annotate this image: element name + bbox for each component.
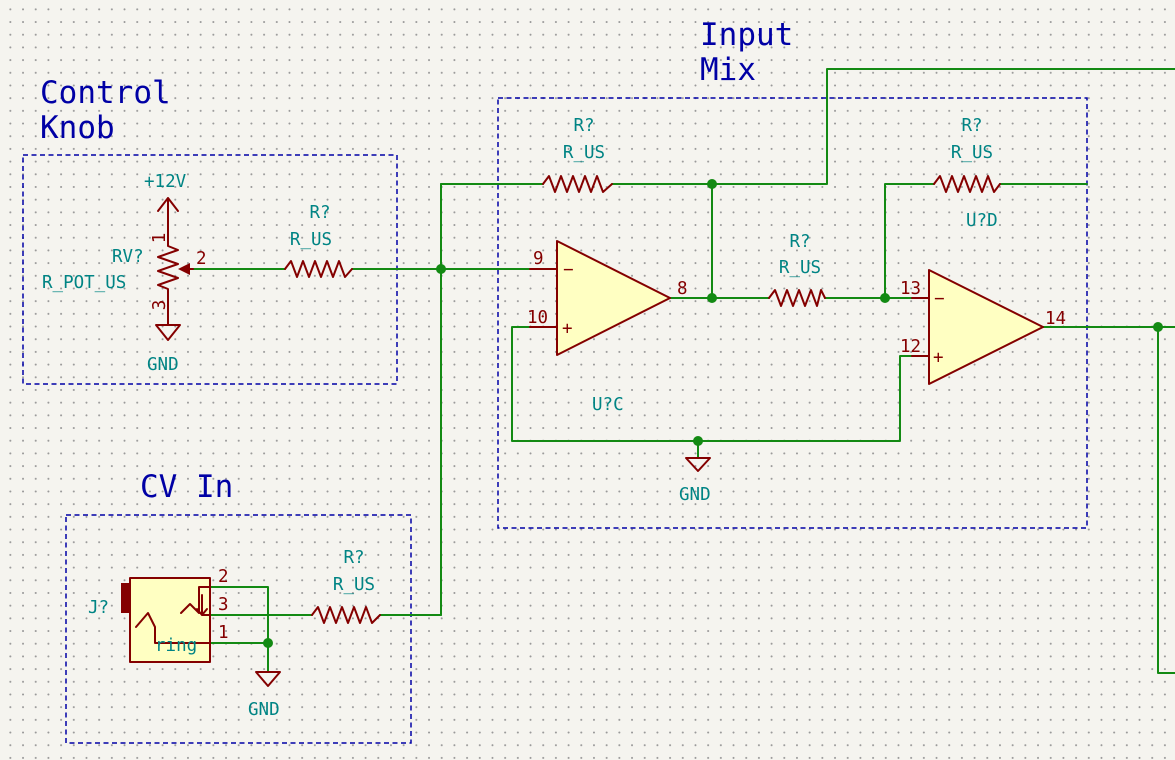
opamp-uc-pin8: 8 xyxy=(677,279,688,299)
opamp-uc-pin10: 10 xyxy=(527,308,548,328)
resistor-r1: R? R_US xyxy=(284,203,353,278)
opamp-ud-minus-sign: − xyxy=(934,289,945,309)
jack-body xyxy=(129,577,211,663)
opamp-ud-plus-sign: + xyxy=(933,348,944,368)
opamp-ud-pin14: 14 xyxy=(1045,309,1066,329)
note-control-knob-line1: Control xyxy=(40,75,171,111)
r3-value: R_US xyxy=(951,143,993,163)
power-gnd-opamp: GND xyxy=(679,457,711,505)
resistor-r2: R? R_US xyxy=(542,116,613,193)
jack-label: ring xyxy=(155,636,197,656)
label-gnd-opamp: GND xyxy=(679,485,711,505)
pot-pin-2: 2 xyxy=(196,249,207,269)
power-gnd-pot: GND xyxy=(147,299,181,375)
opamp-ud: − + 13 12 14 U?D xyxy=(900,211,1066,385)
note-input-mix-line2: Mix xyxy=(700,52,756,88)
junction-summing xyxy=(436,264,446,274)
jack-pin2: 2 xyxy=(218,567,229,587)
jack-tip-contact xyxy=(180,586,211,614)
label-gnd-jack: GND xyxy=(248,700,280,720)
note-control-knob-line2: Knob xyxy=(40,110,115,146)
jack-ref: J? xyxy=(88,598,109,618)
r4-value: R_US xyxy=(779,258,821,278)
wire-out14-down xyxy=(1157,326,1175,674)
r3-ref: R? xyxy=(961,116,982,136)
opamp-uc-minus-sign: − xyxy=(563,260,574,280)
opamp-ud-body xyxy=(928,269,1044,385)
opamp-uc-pin9: 9 xyxy=(533,249,544,269)
jack-sleeve xyxy=(121,583,130,613)
label-plus12v: +12V xyxy=(144,172,187,192)
potentiometer-rv: RV? R_POT_US 1 2 3 xyxy=(42,233,207,311)
wire-jack-pin1 xyxy=(209,642,269,673)
label-gnd-pot: GND xyxy=(147,355,179,375)
wire-noninv-gnd-loop xyxy=(511,326,913,442)
input-mix-box xyxy=(497,97,1088,529)
pot-pin-1: 1 xyxy=(150,233,170,244)
resistor-r3: R? R_US xyxy=(933,116,1001,193)
junction-pin13 xyxy=(880,293,890,303)
power-gnd-jack: GND xyxy=(248,671,281,720)
jack-ring-contact xyxy=(135,612,211,644)
pot-value: R_POT_US xyxy=(42,273,126,293)
pot-ref: RV? xyxy=(112,247,144,267)
note-input-mix-line1: Input xyxy=(700,17,793,53)
resistor-r5: R? R_US xyxy=(311,548,381,624)
jack-pin1: 1 xyxy=(218,623,229,643)
opamp-ud-pin12: 12 xyxy=(900,337,921,357)
r2-ref: R? xyxy=(573,116,594,136)
wires xyxy=(192,68,1175,674)
pot-wiper-arrow xyxy=(178,263,190,275)
note-cv-in: CV In xyxy=(140,469,233,505)
r5-ref: R? xyxy=(343,548,364,568)
audio-jack: J? ring 2 3 1 xyxy=(88,567,229,663)
junction-jack-gnd xyxy=(263,638,273,648)
junction-rf-top xyxy=(707,179,717,189)
r1-ref: R? xyxy=(309,203,330,223)
r1-value: R_US xyxy=(290,230,332,250)
jack-pin3: 3 xyxy=(218,595,229,615)
pot-body xyxy=(157,237,179,301)
opamp-ud-ref: U?D xyxy=(966,211,998,231)
jack-switch-contact xyxy=(196,594,211,616)
opamp-uc: − + 9 10 8 U?C xyxy=(527,240,688,415)
cv-in-box xyxy=(65,514,412,744)
opamp-uc-ref: U?C xyxy=(592,395,624,415)
junction-out8 xyxy=(707,293,717,303)
pot-pin-3: 3 xyxy=(150,300,170,311)
r4-ref: R? xyxy=(789,232,810,252)
r2-value: R_US xyxy=(563,143,605,163)
wire-rf-to-top xyxy=(611,68,1175,185)
wire-feedback-d-left xyxy=(884,183,935,299)
resistor-r4: R? R_US xyxy=(768,232,826,307)
power-plus12v: +12V xyxy=(144,172,187,239)
wire-jack-pin2 xyxy=(209,586,269,644)
r5-value: R_US xyxy=(333,575,375,595)
junction-gnd xyxy=(693,436,703,446)
opamp-ud-pin13: 13 xyxy=(900,279,921,299)
opamp-uc-plus-sign: + xyxy=(562,319,573,339)
junction-out14 xyxy=(1153,322,1163,332)
opamp-uc-body xyxy=(556,240,671,356)
